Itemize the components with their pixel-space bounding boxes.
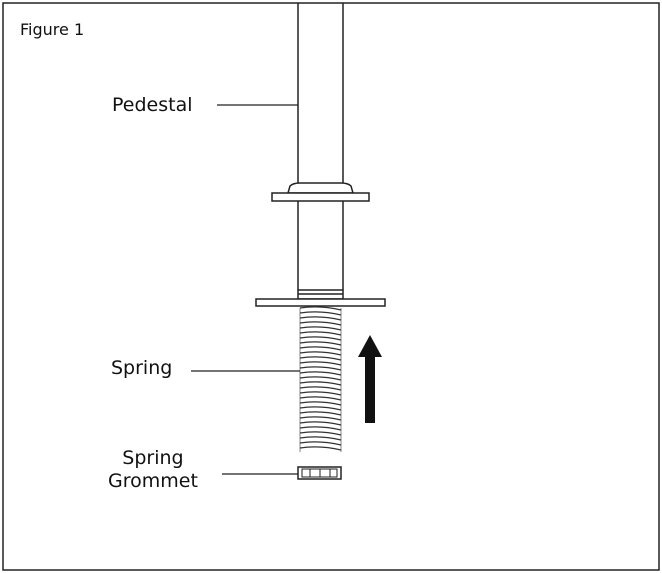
spring-coil [299,361,342,366]
spring-coil [299,421,342,426]
spring-coil [299,446,342,451]
leader-lines [191,104,300,475]
pedestal-tube [297,3,344,184]
spring-label: Spring [111,357,173,379]
arrow-up-icon [358,335,382,423]
spring-coil [299,416,342,421]
spring-coils [299,306,342,452]
spring-coil [299,436,342,441]
spring-coil [299,331,342,336]
spring-coil [299,326,342,331]
spring-coil [299,311,342,316]
spring-coil [299,386,342,391]
spring-coil [299,371,342,376]
spring-coil [299,321,342,326]
figure-title: Figure 1 [20,20,85,39]
grommet-label-line1: Spring [122,447,184,469]
grommet-label-line2: Grommet [108,470,198,492]
pedestal-base-plate [255,289,386,307]
spring-coil [299,426,342,431]
spring-coil [299,336,342,341]
pedestal-collar [271,182,370,202]
spring-grommet [297,466,342,480]
pedestal-lower-tube [297,201,344,290]
spring-coil [299,396,342,401]
spring-coil [299,356,342,361]
spring-coil [299,306,342,311]
pedestal-label: Pedestal [112,94,193,116]
spring-coil [299,401,342,406]
spring-coil [299,406,342,411]
spring-coil [299,411,342,416]
spring-coil [299,366,342,371]
spring-coil [299,376,342,381]
spring-coil [299,346,342,351]
spring-coil [299,391,342,396]
spring-coil [299,381,342,386]
spring-coil [299,351,342,356]
spring-coil [299,441,342,446]
spring-coil [299,341,342,346]
spring-grommet-label: Spring Grommet [108,447,198,493]
spring-coil [299,431,342,436]
spring-coil [299,316,342,321]
